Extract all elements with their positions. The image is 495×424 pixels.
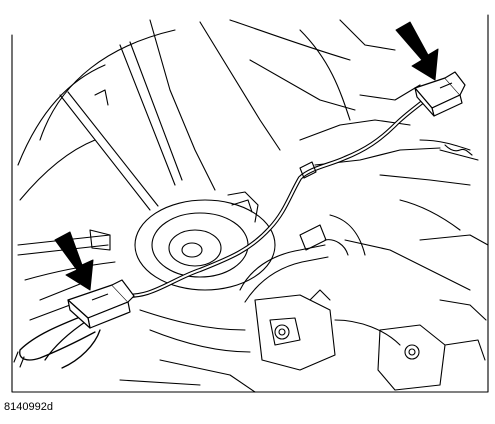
- lower-connector: [67, 279, 135, 329]
- upper-connector: [414, 71, 466, 117]
- wiring-harness: [13, 97, 428, 369]
- callout-arrows: [54, 21, 439, 291]
- arrow-icon: [395, 21, 439, 81]
- figure-code: 8140992d: [4, 401, 53, 413]
- arrow-icon: [54, 231, 94, 291]
